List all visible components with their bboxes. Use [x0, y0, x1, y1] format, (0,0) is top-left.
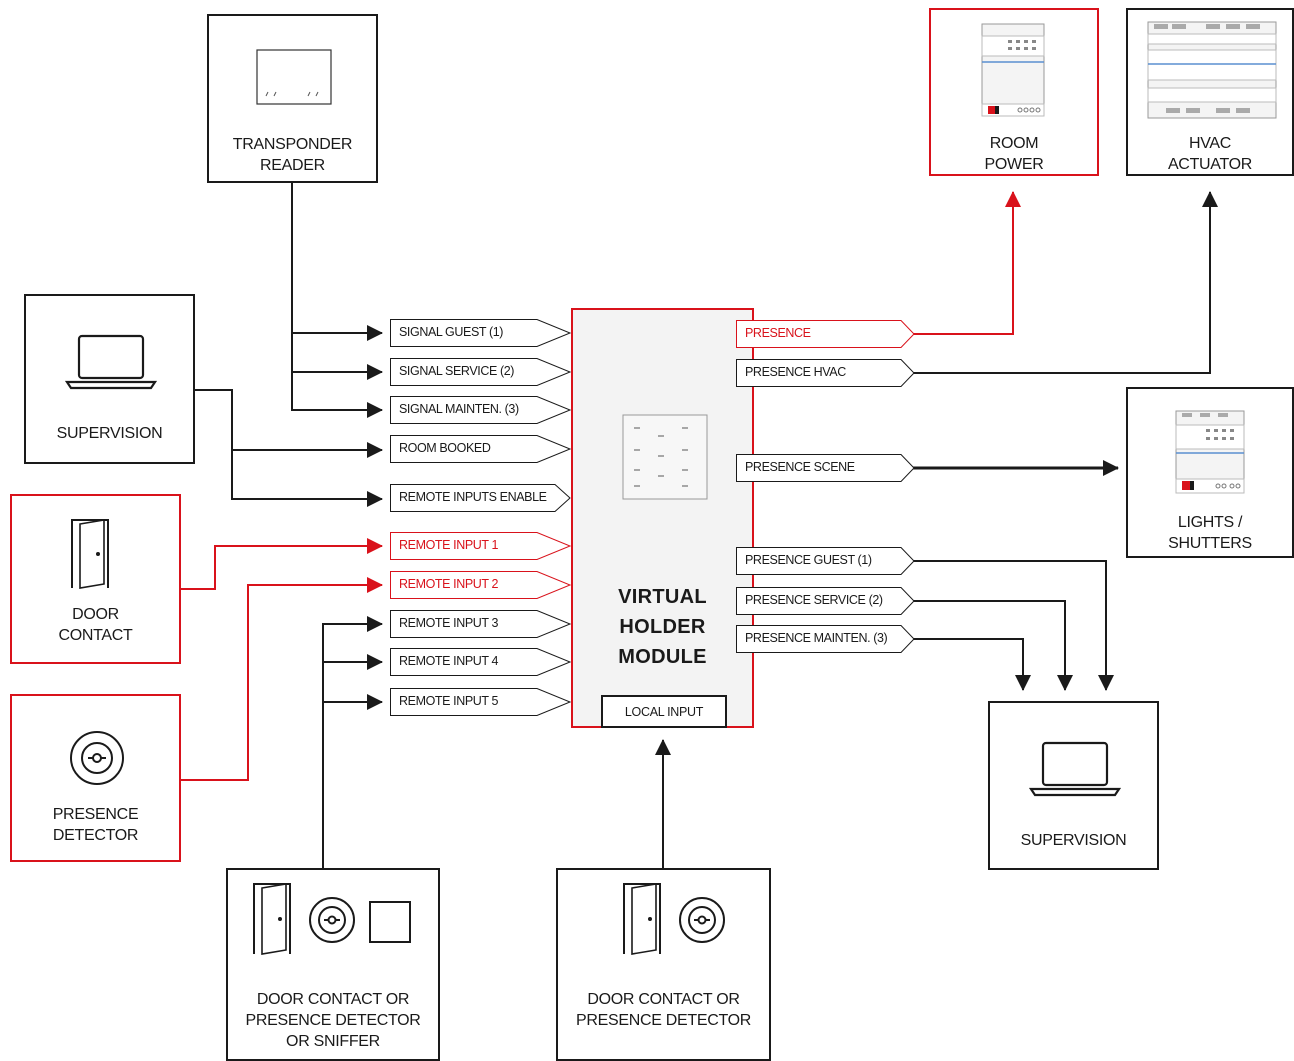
output-presence-guest: PRESENCE GUEST (1) — [736, 547, 915, 575]
sniffer-icon — [369, 901, 411, 943]
input-room-booked: ROOM BOOKED — [390, 435, 571, 463]
presence-detector-box: PRESENCE DETECTOR — [10, 694, 181, 862]
door-contact-label: DOOR CONTACT — [58, 606, 133, 644]
module-keypad-icon — [622, 414, 708, 500]
output-label: PRESENCE SERVICE (2) — [745, 593, 883, 607]
input-label: SIGNAL GUEST (1) — [399, 325, 504, 339]
transponder-reader-icon — [256, 49, 332, 105]
input-label: REMOTE INPUT 2 — [399, 577, 499, 591]
input-signal-guest: SIGNAL GUEST (1) — [390, 319, 571, 347]
output-label: PRESENCE MAINTEN. (3) — [745, 631, 888, 645]
presence-detector-icon — [309, 897, 355, 943]
door-icon — [253, 883, 291, 955]
output-presence-hvac: PRESENCE HVAC — [736, 359, 915, 387]
input-remote-5: REMOTE INPUT 5 — [390, 688, 571, 716]
supervision-right-label: SUPERVISION — [1020, 832, 1127, 849]
door-contact-box: DOOR CONTACT — [10, 494, 181, 664]
lights-shutters-label: LIGHTS / SHUTTERS — [1168, 514, 1252, 552]
presence-detector-icon — [70, 731, 124, 785]
output-label: PRESENCE SCENE — [745, 460, 855, 474]
presence-detector-label: PRESENCE DETECTOR — [52, 806, 139, 844]
laptop-icon — [65, 334, 157, 390]
supervision-right-box[interactable]: SUPERVISION — [988, 701, 1159, 870]
input-remote-4: REMOTE INPUT 4 — [390, 648, 571, 676]
input-label: REMOTE INPUTS ENABLE — [399, 490, 547, 504]
door-presence-box: DOOR CONTACT OR PRESENCE DETECTOR — [556, 868, 771, 1061]
input-signal-mainten: SIGNAL MAINTEN. (3) — [390, 396, 571, 424]
hvac-actuator-box: HVAC ACTUATOR — [1126, 8, 1294, 176]
local-input-label: LOCAL INPUT — [624, 705, 704, 719]
input-label: REMOTE INPUT 4 — [399, 654, 499, 668]
virtual-holder-module: VIRTUAL HOLDER MODULE LOCAL INPUT — [571, 308, 754, 728]
input-remote-3: REMOTE INPUT 3 — [390, 610, 571, 638]
module-title: VIRTUAL HOLDER MODULE — [618, 586, 707, 668]
input-label: REMOTE INPUT 1 — [399, 538, 499, 552]
presence-detector-icon — [679, 897, 725, 943]
door-presence-sniffer-label: DOOR CONTACT OR PRESENCE DETECTOR OR SNI… — [245, 991, 421, 1050]
transponder-reader-box: TRANSPONDER READER — [207, 14, 378, 183]
input-signal-service: SIGNAL SERVICE (2) — [390, 358, 571, 386]
door-icon — [71, 519, 109, 589]
din-rail-module-icon — [1175, 410, 1245, 494]
output-label: PRESENCE — [745, 326, 811, 340]
input-label: ROOM BOOKED — [399, 441, 491, 455]
output-label: PRESENCE HVAC — [745, 365, 846, 379]
door-icon — [623, 883, 661, 955]
input-remote-1: REMOTE INPUT 1 — [390, 532, 571, 560]
output-presence-service: PRESENCE SERVICE (2) — [736, 587, 915, 615]
hvac-actuator-icon — [1147, 21, 1277, 119]
transponder-reader-label: TRANSPONDER READER — [232, 136, 353, 174]
lights-shutters-box: LIGHTS / SHUTTERS — [1126, 387, 1294, 558]
output-presence: PRESENCE — [736, 320, 915, 348]
room-power-label: ROOM POWER — [984, 135, 1044, 173]
hvac-actuator-label: HVAC ACTUATOR — [1167, 135, 1253, 173]
input-remote-inputs-enable: REMOTE INPUTS ENABLE — [390, 484, 571, 512]
supervision-left-box[interactable]: SUPERVISION — [24, 294, 195, 464]
door-presence-label: DOOR CONTACT OR PRESENCE DETECTOR — [575, 991, 752, 1029]
input-label: REMOTE INPUT 5 — [399, 694, 499, 708]
input-remote-2: REMOTE INPUT 2 — [390, 571, 571, 599]
output-presence-scene: PRESENCE SCENE — [736, 454, 915, 482]
input-label: SIGNAL SERVICE (2) — [399, 364, 515, 378]
local-input: LOCAL INPUT — [601, 695, 727, 728]
output-presence-mainten: PRESENCE MAINTEN. (3) — [736, 625, 915, 653]
laptop-icon — [1029, 741, 1121, 797]
supervision-left-label: SUPERVISION — [56, 425, 163, 442]
input-label: REMOTE INPUT 3 — [399, 616, 499, 630]
din-rail-module-icon — [981, 23, 1045, 117]
room-power-box: ROOM POWER — [929, 8, 1099, 176]
door-presence-sniffer-box: DOOR CONTACT OR PRESENCE DETECTOR OR SNI… — [226, 868, 440, 1061]
input-label: SIGNAL MAINTEN. (3) — [399, 402, 519, 416]
output-label: PRESENCE GUEST (1) — [745, 553, 872, 567]
